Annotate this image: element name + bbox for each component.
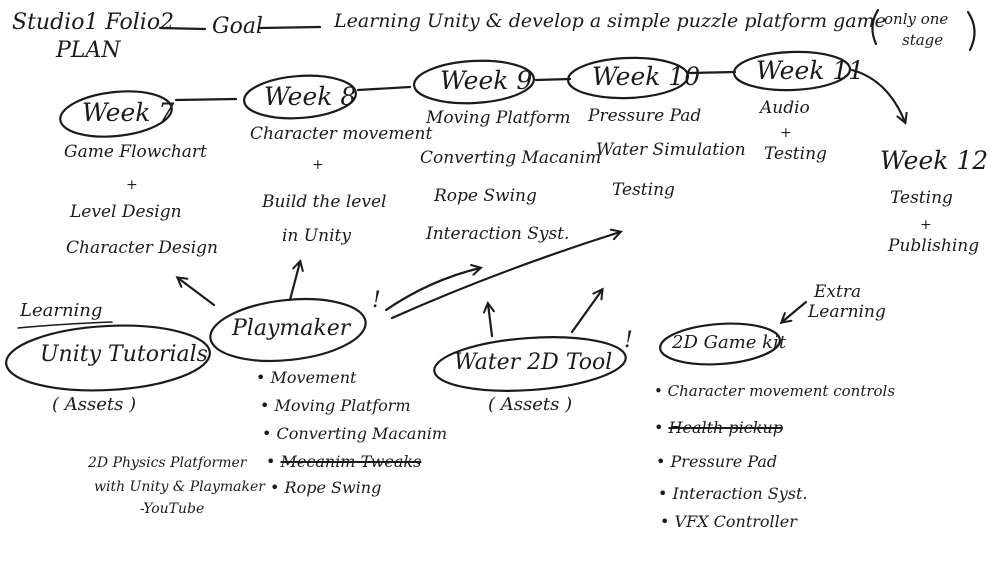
game-kit-item: • Interaction Syst. — [658, 484, 808, 503]
week-7-task: Level Design — [70, 202, 182, 222]
week9-week10-connector — [534, 77, 572, 82]
playmaker-item: • Rope Swing — [270, 478, 382, 497]
playmaker-to-week8-arrow — [288, 262, 300, 302]
playmaker-exclamation: ! — [372, 288, 381, 313]
week-8-label: Week 8 — [264, 82, 357, 111]
title-line1: Studio1 Folio2 — [12, 10, 175, 35]
week11-week12-arrow — [850, 68, 905, 122]
week-8-task: in Unity — [282, 226, 351, 246]
unity-tutorials: Unity Tutorials — [40, 342, 208, 367]
playmaker-item: • Moving Platform — [260, 396, 411, 415]
title-line2: PLAN — [56, 38, 121, 63]
week-8-task: Build the level — [262, 192, 387, 212]
week-11-label: Week 11 — [756, 56, 865, 85]
week-7-oval — [59, 90, 173, 138]
playmaker-to-week7-arrow — [178, 278, 216, 307]
week-10-task: Water Simulation — [596, 140, 746, 160]
week-7-task: Game Flowchart — [64, 142, 207, 162]
goal-note-line2: stage — [902, 31, 944, 49]
playmaker-label: Playmaker — [232, 316, 351, 341]
goal-text: Learning Unity & develop a simple puzzle… — [334, 10, 886, 32]
extra-label-line2: Learning — [808, 302, 886, 322]
extra-label-line1: Extra — [814, 282, 862, 302]
playmaker-oval — [209, 297, 367, 363]
playmaker-item: • Converting Macanim — [262, 424, 448, 443]
youtube-line2: with Unity & Playmaker — [94, 479, 265, 495]
water-tool-label: Water 2D Tool — [454, 350, 613, 375]
goal-label: Goal — [212, 14, 263, 39]
week-7-task: Character Design — [66, 238, 218, 258]
water-tool-exclamation: ! — [624, 328, 633, 353]
unity-assets: ( Assets ) — [52, 394, 137, 415]
week-12-label: Week 12 — [880, 146, 989, 175]
week-10-task: Testing — [612, 180, 675, 200]
title-goal-dash — [158, 26, 207, 31]
week-11-plus: + — [780, 125, 792, 141]
week-8-plus: + — [312, 157, 324, 173]
note-paren-left — [871, 8, 880, 46]
note-paren-right — [966, 10, 976, 52]
game-kit-item: • Character movement controls — [654, 382, 896, 400]
week-9-task: Moving Platform — [426, 108, 571, 128]
week-9-task: Rope Swing — [434, 186, 537, 206]
youtube-line3: -YouTube — [140, 501, 205, 517]
week7-week8-connector — [174, 97, 238, 102]
game-kit-oval — [659, 322, 781, 366]
week-7-plus: + — [126, 177, 138, 193]
learning-underline — [17, 321, 113, 329]
week-12-task: Testing — [890, 188, 953, 208]
week-8-oval — [243, 74, 357, 120]
playmaker-item: • Movement — [256, 368, 357, 387]
week-9-oval — [412, 59, 536, 105]
week-9-task: Converting Macanim — [420, 148, 602, 168]
youtube-line1: 2D Physics Platformer — [88, 455, 247, 471]
week-10-task: Pressure Pad — [588, 106, 702, 126]
week-12-plus: + — [920, 217, 932, 233]
extra-learning-arrow — [782, 300, 808, 322]
week-7-label: Week 7 — [82, 98, 175, 127]
water-tool-oval — [433, 336, 627, 392]
goal-text-dash — [258, 25, 322, 30]
playmaker-to-week10-arrow — [390, 232, 620, 320]
learning-label: Learning — [20, 300, 103, 321]
week-9-task: Interaction Syst. — [426, 224, 570, 244]
playmaker-item-struck: • Mecanim Tweaks — [266, 452, 422, 471]
playmaker-to-week9-arrow — [384, 268, 480, 312]
week8-week9-connector — [356, 85, 412, 92]
water-to-week9-arrow — [488, 304, 492, 338]
game-kit-item: • Pressure Pad — [656, 452, 778, 471]
water-to-week10-arrow — [570, 290, 602, 334]
game-kit-item: • VFX Controller — [660, 512, 797, 531]
goal-note-line1: only one — [884, 10, 949, 28]
week-11-task: Testing — [764, 144, 827, 164]
game-kit-item-struck: • Health pickup — [654, 418, 783, 437]
unity-tutorials-oval — [5, 324, 211, 392]
water-assets: ( Assets ) — [488, 394, 573, 415]
week-10-label: Week 10 — [592, 62, 701, 91]
game-kit-label: 2D Game kit — [672, 332, 787, 353]
week-12-task: Publishing — [888, 236, 980, 256]
week-8-task: Character movement — [250, 124, 433, 144]
week-9-label: Week 9 — [440, 66, 533, 95]
week-11-task: Audio — [760, 98, 810, 118]
week10-week11-connector — [688, 70, 737, 75]
